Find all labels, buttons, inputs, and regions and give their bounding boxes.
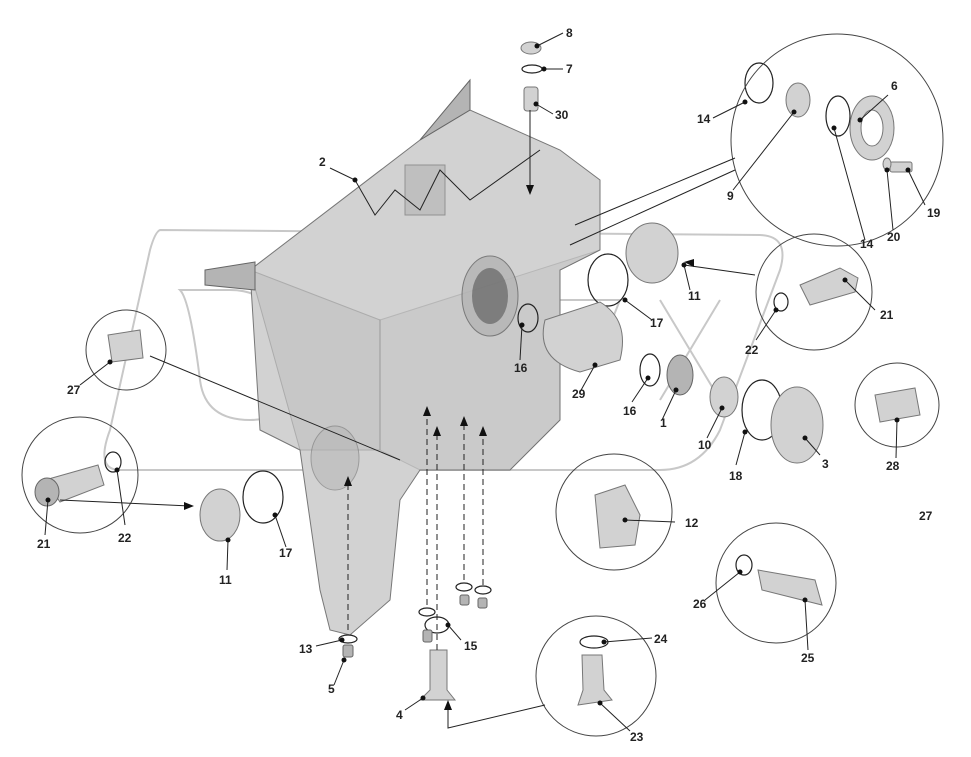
- callout-25: 25: [801, 651, 815, 665]
- part-16-oring-b: [639, 353, 661, 387]
- part-11-cover-b: [199, 488, 241, 542]
- callout-11-top: 11: [688, 289, 701, 303]
- callout-15: 15: [464, 639, 478, 653]
- part-13-ring: [338, 634, 358, 644]
- detail-circle-flange: [730, 33, 944, 247]
- leader-dots: [45, 43, 911, 706]
- leader-lines: [44, 32, 926, 732]
- callout-14-right: 14: [860, 237, 874, 251]
- detail-circle-bolt-23: [535, 615, 657, 737]
- callout-12: 12: [685, 516, 699, 530]
- callout-2: 2: [319, 155, 326, 169]
- callout-4: 4: [396, 708, 403, 722]
- part-7-oring: [521, 64, 543, 74]
- callout-22-left: 22: [118, 531, 132, 545]
- part-30-breather: [523, 86, 539, 112]
- callout-26: 26: [693, 597, 707, 611]
- callout-17-left: 17: [279, 546, 293, 560]
- callout-14-top: 14: [697, 112, 711, 126]
- callout-29: 29: [572, 387, 586, 401]
- callout-20: 20: [887, 230, 901, 244]
- part-29-sleeve: [542, 301, 623, 373]
- detail-circle-bolt-21b: [21, 416, 139, 534]
- callout-6: 6: [891, 79, 898, 93]
- callout-17-top: 17: [650, 316, 664, 330]
- callout-13: 13: [299, 642, 313, 656]
- part-17-oring-b: [242, 470, 284, 524]
- part-3-cover: [770, 386, 824, 464]
- part-9-disc: [785, 82, 811, 118]
- callout-18: 18: [729, 469, 743, 483]
- part-14-oring-b: [825, 95, 851, 137]
- callout-3: 3: [822, 457, 829, 471]
- detail-parts: [34, 267, 921, 706]
- detail-circle-valve-12: [555, 453, 673, 571]
- callout-9: 9: [727, 189, 734, 203]
- callout-28: 28: [886, 459, 900, 473]
- detail-circle-plug-27: [85, 309, 167, 391]
- callout-10: 10: [698, 438, 712, 452]
- callout-22-top: 22: [745, 343, 759, 357]
- callout-16-right: 16: [623, 404, 637, 418]
- callout-labels: 8 7 30 2 14 9 6 14 20 19 11 21 17 22 16 …: [37, 26, 941, 744]
- callout-11-left: 11: [219, 573, 232, 587]
- loose-parts: [199, 41, 913, 701]
- detail-circle-plug-28: [854, 362, 940, 448]
- callout-21-left: 21: [37, 537, 51, 551]
- callout-1: 1: [660, 416, 667, 430]
- detail-circle-bolt-25: [715, 522, 837, 644]
- callout-24: 24: [654, 632, 668, 646]
- detail-circles: [21, 33, 944, 737]
- part-4-valve: [418, 649, 457, 701]
- part-15-ring-a: [418, 607, 436, 617]
- part-5-plug: [342, 644, 354, 658]
- detail-circle-bolt-21: [755, 233, 873, 351]
- part-10-nut: [709, 376, 739, 418]
- callout-5: 5: [328, 682, 335, 696]
- callout-16-center: 16: [514, 361, 528, 375]
- callout-8: 8: [566, 26, 573, 40]
- part-1-seal: [666, 354, 694, 396]
- callout-7: 7: [566, 62, 573, 76]
- gearbox-housing: [204, 78, 601, 636]
- callout-30: 30: [555, 108, 569, 122]
- arrowheads: [184, 185, 694, 710]
- callout-27-right: 27: [919, 509, 933, 523]
- callout-21-top: 21: [880, 308, 894, 322]
- part-17-oring-a: [587, 253, 629, 307]
- part-16-oring-a: [517, 303, 539, 333]
- part-11-cover-a: [625, 222, 679, 284]
- callout-19: 19: [927, 206, 941, 220]
- callout-23: 23: [630, 730, 644, 744]
- part-14-oring-a: [744, 62, 774, 104]
- callout-27-left: 27: [67, 383, 81, 397]
